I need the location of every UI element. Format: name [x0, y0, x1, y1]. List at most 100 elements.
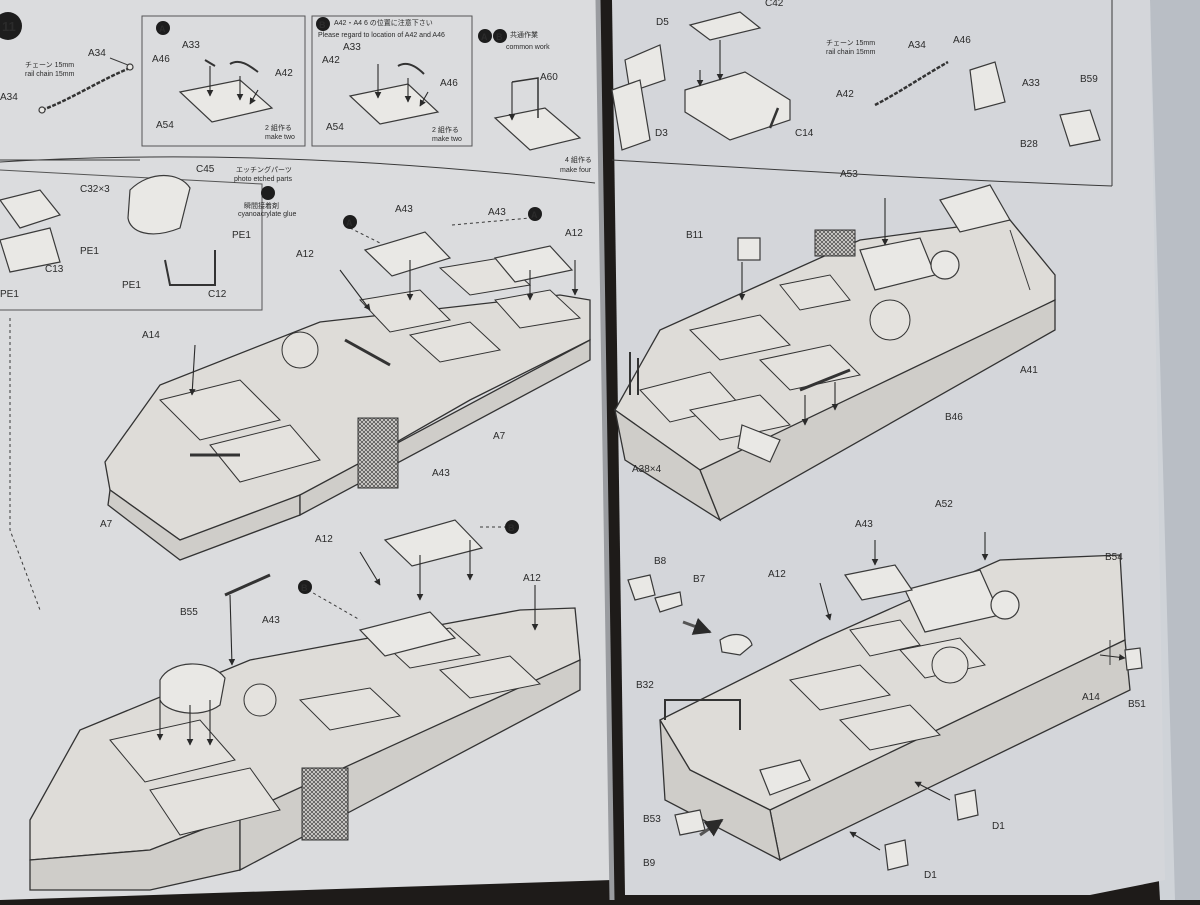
part-b32-rail: [664, 699, 741, 730]
part-b7-alt: [654, 591, 683, 613]
label-a7-left: A7: [100, 519, 113, 530]
hull-left-bottom: B B A43 A12 A12 B55 A43: [29, 468, 581, 891]
svg-text:make two: make two: [432, 136, 462, 143]
label-a43-top-right: A43: [488, 207, 506, 218]
hatch-right-top-1: [688, 314, 792, 361]
hull-left-top: A A A43 A43 A12 A12 A14 A7 A7: [100, 204, 591, 561]
label-a54: A54: [156, 120, 174, 131]
part-d3: [611, 79, 651, 151]
label-b46: B46: [945, 412, 963, 423]
rail-chain-jp-left: チェーン 15mm: [25, 61, 74, 69]
label-a12-top-right: A12: [565, 228, 583, 239]
svg-text:A46: A46: [440, 78, 458, 89]
label-a42-right: A42: [836, 89, 854, 100]
label-b7: B7: [693, 574, 706, 585]
part-b51: [1124, 647, 1143, 671]
part-b28-frame: [969, 61, 1006, 111]
label-a12-top-left: A12: [296, 249, 314, 260]
hatch-left-bottom-5: [438, 655, 542, 699]
grille-left-bottom: [301, 767, 349, 841]
part-b7: [719, 633, 753, 656]
label-a46: A46: [152, 54, 170, 65]
badge-a-left: [343, 215, 357, 229]
label-d1-lower: D1: [924, 870, 937, 881]
grille-left-top: [357, 417, 399, 489]
label-a34-top: A34: [88, 48, 106, 59]
label-a41: A41: [1020, 365, 1038, 376]
hatch-right-bottom-4: [849, 619, 921, 657]
svg-text:A: A: [481, 32, 488, 42]
label-a52: A52: [935, 499, 953, 510]
label-a38x4: A38×4: [632, 464, 662, 475]
part-c12-rail: [164, 250, 216, 286]
part-b46: [799, 368, 851, 392]
svg-text:共通作業: 共通作業: [510, 30, 538, 39]
part-b8: [627, 574, 656, 601]
svg-text:A: A: [159, 24, 166, 34]
badge-a-box: [156, 21, 170, 35]
glue-icon: [261, 186, 275, 200]
label-a43-top-left: A43: [395, 204, 413, 215]
label-b51: B51: [1128, 699, 1146, 710]
hatch-part-a43-left: [363, 231, 452, 277]
part-b53-box: [759, 759, 811, 796]
svg-text:A54: A54: [326, 122, 344, 133]
hatch-part-a43-right-bottom: [843, 564, 914, 601]
label-a14-right: A14: [1082, 692, 1100, 703]
inset-common-work: A B 共通作業 common work A60 4 組作る make four: [478, 29, 592, 174]
label-b11: B11: [686, 230, 703, 241]
inset-rail-chain-left: チェーン 15mm rail chain 15mm A34 A34: [0, 48, 134, 114]
label-c14: C14: [795, 128, 814, 139]
rail-chain-en-left: rail chain 15mm: [25, 71, 75, 78]
label-a12-bottom-right: A12: [523, 573, 541, 584]
hatch-part-b: [348, 83, 440, 125]
label-a33-right: A33: [1022, 78, 1040, 89]
hatch-part-a43-bottom-2: [358, 611, 457, 657]
label-a34-right: A34: [908, 40, 926, 51]
label-pe1-a: PE1: [80, 246, 99, 257]
part-d5: [624, 44, 666, 93]
label-a34-bottom: A34: [0, 92, 18, 103]
part-b59: [1059, 109, 1101, 147]
hatch-part-a43-bottom: [383, 519, 484, 567]
part-a38-bracket: [737, 424, 781, 463]
part-b55: [224, 573, 271, 597]
label-d3: D3: [655, 128, 668, 139]
label-b55: B55: [180, 607, 198, 618]
note-b-en: Please regard to location of A42 and A46: [318, 32, 445, 39]
svg-text:エッチングパーツ: エッチングパーツ: [236, 165, 292, 174]
label-c45: C45: [196, 164, 215, 175]
svg-text:A42: A42: [322, 55, 340, 66]
hatch-left-top-2: [209, 424, 321, 483]
label-a42: A42: [275, 68, 293, 79]
label-b53: B53: [643, 814, 661, 825]
hatch-right-bottom-2: [838, 704, 942, 751]
label-b59: B59: [1080, 74, 1098, 85]
svg-text:B: B: [319, 20, 326, 30]
svg-text:B: B: [496, 32, 503, 42]
part-c13: [0, 227, 61, 273]
hatch-right-bottom-1: [788, 664, 892, 711]
svg-text:common work: common work: [506, 44, 550, 51]
hull-right-bottom: A52 A43 A12 B54 B8 B7 B32 A14 B51 B53 B9…: [627, 499, 1146, 881]
svg-text:A: A: [531, 210, 538, 220]
hatch-left-bottom-3: [298, 687, 402, 731]
hatch-part-a54: [178, 79, 274, 123]
part-c42: [688, 11, 762, 41]
part-a53-box: [939, 184, 1011, 233]
rail-chain-part: [41, 66, 131, 112]
svg-text:B: B: [508, 523, 515, 533]
label-a43-right-bottom: A43: [855, 519, 873, 530]
label-b32: B32: [636, 680, 654, 691]
label-b9: B9: [643, 858, 656, 869]
label-a14-left: A14: [142, 330, 160, 341]
inset-box-a: A A33 A46 A42 A54 2 組作る make two: [141, 15, 306, 147]
label-c12: C12: [208, 289, 227, 300]
book-gutter: [595, 0, 615, 901]
label-a53: A53: [840, 169, 858, 180]
inset-subassembly: C32×3 C45 C13 PE1 PE1 PE1 PE1 C12 エッチングパ…: [0, 164, 296, 311]
inset-top-right: D5 D3 C42 C14 チェーン 15mm rail chain 15mm …: [611, 0, 1101, 151]
part-a7-upper: [344, 338, 391, 367]
badge-b-bottom-right: [505, 520, 519, 534]
